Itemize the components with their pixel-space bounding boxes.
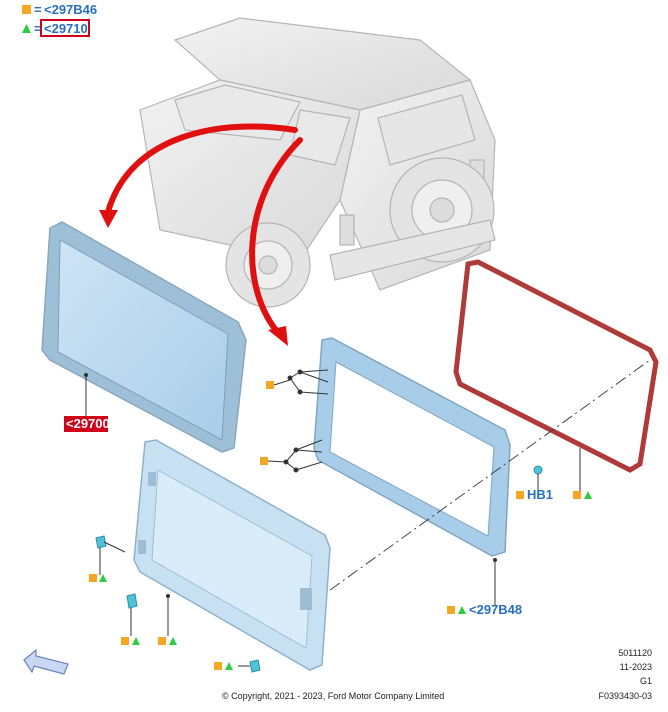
arrow-head-icon	[268, 326, 288, 346]
window-frame[interactable]	[313, 337, 511, 557]
square-marker-icon	[573, 491, 581, 499]
square-marker-icon	[158, 637, 166, 645]
arrow-to-glass	[105, 123, 298, 215]
legend-equals-2: =	[34, 21, 42, 36]
callout-fastener[interactable]: HB1	[527, 487, 553, 502]
triangle-marker-icon	[132, 637, 140, 645]
square-marker-icon	[266, 381, 274, 389]
square-marker-icon	[121, 637, 129, 645]
clip-icon	[249, 659, 261, 673]
callout-frame[interactable]: <297B48	[469, 602, 522, 617]
legend-equals-1: =	[34, 2, 42, 17]
legend-square-code[interactable]: <297B46	[44, 2, 97, 17]
square-marker-icon	[260, 457, 268, 465]
triangle-marker-icon	[225, 662, 233, 670]
arrow-to-frame	[249, 137, 303, 338]
triangle-marker-icon	[584, 491, 592, 499]
leader-line	[267, 460, 287, 463]
leader-dot	[84, 373, 88, 377]
legend: = <297B46 = <29710	[22, 2, 97, 37]
leader-line	[273, 379, 291, 386]
highlight-box	[40, 19, 90, 37]
vehicle-illustration	[139, 17, 496, 308]
triangle-marker-icon	[169, 637, 177, 645]
leader-line	[103, 541, 126, 553]
glass-panel[interactable]	[41, 221, 247, 453]
square-marker-icon	[89, 574, 97, 582]
sliding-glass-assembly[interactable]	[133, 439, 331, 671]
triangle-marker-icon	[99, 574, 107, 582]
triangle-marker-icon	[458, 606, 466, 614]
callout-glass-panel[interactable]: <29700	[66, 416, 110, 431]
clip-icon	[95, 535, 107, 549]
clip-icon	[126, 593, 138, 609]
leader-dot	[166, 594, 170, 598]
indicator-arrows	[105, 123, 303, 338]
arrow-head-icon	[99, 210, 118, 228]
copyright-text: © Copyright, 2021 - 2023, Ford Motor Com…	[222, 691, 445, 701]
leader-dot	[493, 558, 497, 562]
fastener-cluster-lower	[283, 439, 323, 473]
legend-triangle-code[interactable]: <29710	[44, 21, 88, 36]
highlight-box	[64, 416, 108, 432]
square-marker-icon	[22, 5, 31, 14]
doc-date: 11-2023	[619, 662, 652, 672]
square-marker-icon	[447, 606, 455, 614]
window-seal[interactable]	[453, 259, 659, 473]
fastener-cluster-upper	[287, 369, 329, 395]
doc-id: 5011120	[618, 648, 652, 658]
doc-version: G1	[639, 676, 652, 686]
figure-id: F0393430-03	[598, 691, 652, 701]
triangle-marker-icon	[22, 24, 31, 33]
square-marker-icon	[214, 662, 222, 670]
view-direction-arrow-icon	[23, 648, 69, 675]
fastener-icon	[533, 465, 543, 475]
square-marker-icon	[516, 491, 524, 499]
